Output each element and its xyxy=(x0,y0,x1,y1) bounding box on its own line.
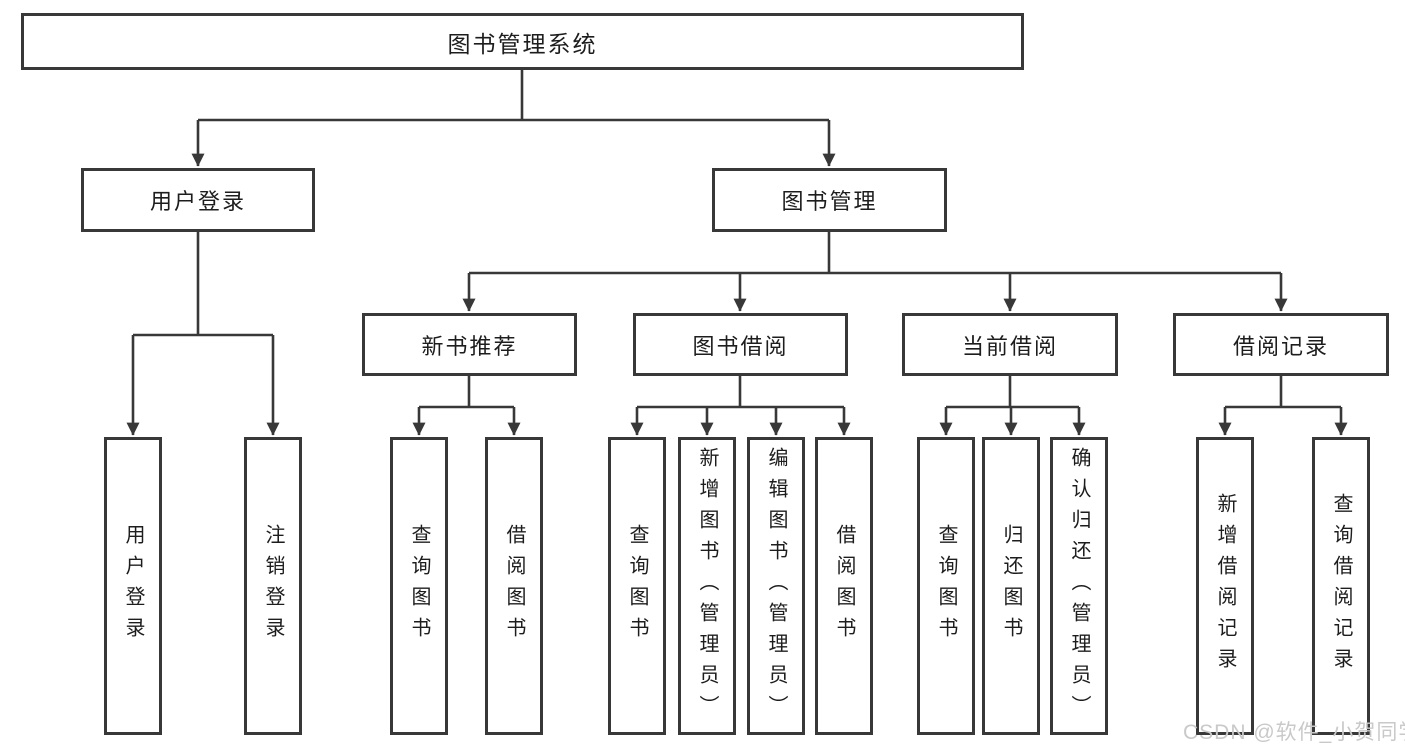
leaf-query-books-1: 查询图书 xyxy=(390,437,448,735)
node-label: 编辑图书（管理员） xyxy=(765,446,787,726)
node-label: 图书借阅 xyxy=(692,333,789,359)
node-label: 用户登录 xyxy=(122,524,144,648)
node-root-library-system: 图书管理系统 xyxy=(21,13,1024,70)
node-label: 借阅图书 xyxy=(833,524,855,648)
leaf-logout: 注销登录 xyxy=(244,437,302,735)
node-label: 归还图书 xyxy=(1000,524,1022,648)
node-label: 图书管理 xyxy=(781,189,878,214)
node-label: 当前借阅 xyxy=(961,333,1058,359)
node-borrowing-records: 借阅记录 xyxy=(1173,313,1389,376)
node-label: 借阅记录 xyxy=(1232,333,1329,359)
node-label: 借阅图书 xyxy=(503,524,525,648)
leaf-confirm-return-admin: 确认归还（管理员） xyxy=(1050,437,1108,735)
node-user-login-module: 用户登录 xyxy=(81,168,315,232)
node-label: 注销登录 xyxy=(262,524,284,648)
connector-arrows xyxy=(126,120,1348,436)
node-label: 图书管理系统 xyxy=(447,30,598,57)
leaf-borrow-books-1: 借阅图书 xyxy=(485,437,543,735)
leaf-query-books-2: 查询图书 xyxy=(608,437,666,735)
node-label: 查询借阅记录 xyxy=(1330,493,1352,679)
node-new-book-recommend: 新书推荐 xyxy=(362,313,577,376)
leaf-add-borrow-record: 新增借阅记录 xyxy=(1196,437,1254,735)
node-label: 查询图书 xyxy=(626,524,648,648)
connector-spines xyxy=(133,70,1341,409)
leaf-query-books-3: 查询图书 xyxy=(917,437,975,735)
node-label: 新增图书（管理员） xyxy=(696,446,718,726)
leaf-add-books-admin: 新增图书（管理员） xyxy=(678,437,736,735)
node-label: 用户登录 xyxy=(149,189,246,214)
leaf-borrow-books-2: 借阅图书 xyxy=(815,437,873,735)
node-label: 新增借阅记录 xyxy=(1214,493,1236,679)
node-current-borrowing: 当前借阅 xyxy=(902,313,1118,376)
leaf-edit-books-admin: 编辑图书（管理员） xyxy=(747,437,805,735)
leaf-query-borrow-record: 查询借阅记录 xyxy=(1312,437,1370,735)
node-label: 查询图书 xyxy=(408,524,430,648)
node-label: 确认归还（管理员） xyxy=(1068,446,1090,726)
leaf-user-login: 用户登录 xyxy=(104,437,162,735)
node-book-borrowing: 图书借阅 xyxy=(633,313,848,376)
watermark: CSDN @软件_小贺同学 xyxy=(1183,721,1405,744)
node-book-management-module: 图书管理 xyxy=(712,168,947,232)
node-label: 新书推荐 xyxy=(421,333,518,359)
leaf-return-books: 归还图书 xyxy=(982,437,1040,735)
node-label: 查询图书 xyxy=(935,524,957,648)
